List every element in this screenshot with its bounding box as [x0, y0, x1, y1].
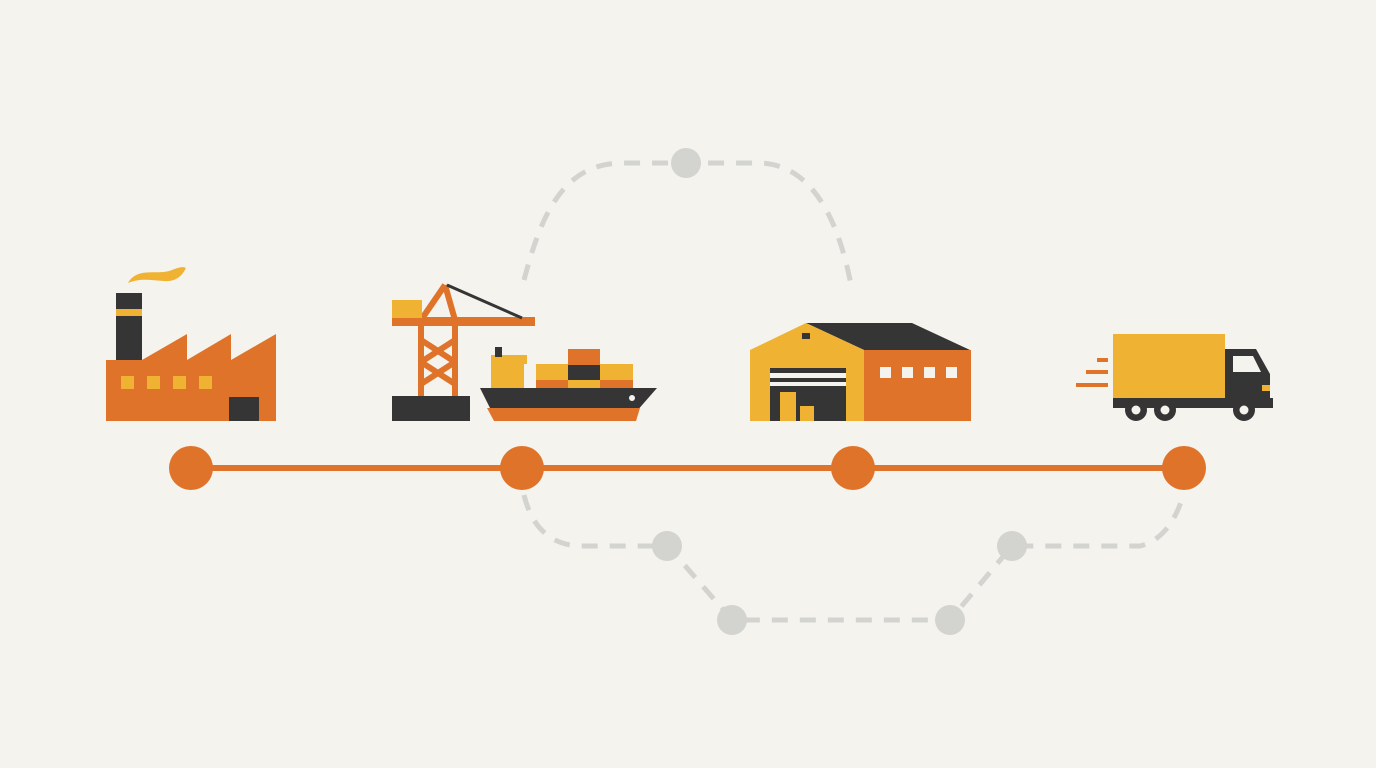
speed-line	[1086, 370, 1108, 374]
factory-door	[229, 397, 259, 421]
cargo-box	[780, 392, 796, 421]
truck-window	[1233, 356, 1261, 372]
waypoint-node	[935, 605, 965, 635]
ship-bridge	[491, 362, 524, 388]
warehouse-icon	[750, 323, 971, 421]
crane-frame	[418, 283, 458, 396]
warehouse-window	[946, 367, 957, 378]
node-delivery	[1162, 446, 1206, 490]
ship-hull-stripe	[487, 408, 640, 421]
cargo-box	[800, 406, 814, 421]
crane-cab	[392, 300, 422, 318]
upper-dashed-route	[521, 160, 855, 291]
door-stripe	[770, 382, 846, 386]
node-port	[500, 446, 544, 490]
container	[600, 380, 633, 388]
factory-window	[173, 376, 186, 389]
crane-boom	[392, 317, 535, 326]
port-crane-ship-icon	[392, 283, 657, 421]
factory-window	[121, 376, 134, 389]
ship-bridge-top	[491, 355, 527, 364]
waypoint-node	[997, 531, 1027, 561]
chimney	[116, 293, 142, 361]
truck-light	[1262, 385, 1270, 391]
factory-window	[199, 376, 212, 389]
delivery-truck-icon	[1076, 334, 1273, 421]
factory-window	[147, 376, 160, 389]
factory-icon	[106, 267, 276, 421]
warehouse-roof	[806, 323, 970, 350]
truck-cargo-box	[1113, 334, 1225, 398]
waypoint-node	[671, 148, 701, 178]
chimney-band	[116, 309, 142, 316]
container	[536, 364, 568, 380]
ship-hull	[480, 388, 657, 412]
door-stripe	[770, 373, 846, 378]
warehouse-window	[880, 367, 891, 378]
warehouse-window	[924, 367, 935, 378]
truck-chassis	[1113, 398, 1273, 408]
main-route-nodes	[169, 446, 1206, 490]
node-factory	[169, 446, 213, 490]
container	[568, 365, 600, 380]
warehouse-window	[902, 367, 913, 378]
container	[568, 349, 600, 365]
waypoint-node	[652, 531, 682, 561]
waypoints	[652, 148, 1027, 635]
container	[568, 380, 600, 388]
crane-base	[392, 396, 470, 421]
smoke-icon	[128, 267, 186, 283]
container	[600, 364, 633, 380]
ship-mast	[495, 347, 502, 357]
node-warehouse	[831, 446, 875, 490]
crane-cable	[446, 283, 523, 320]
speed-line	[1076, 383, 1108, 387]
warehouse-side	[864, 350, 971, 421]
waypoint-node	[717, 605, 747, 635]
warehouse-vent	[802, 333, 810, 339]
ship-porthole	[629, 395, 635, 401]
container	[536, 380, 568, 388]
lower-dashed-route	[521, 491, 1187, 623]
truck-wheels	[1125, 399, 1255, 421]
speed-line	[1097, 358, 1108, 362]
